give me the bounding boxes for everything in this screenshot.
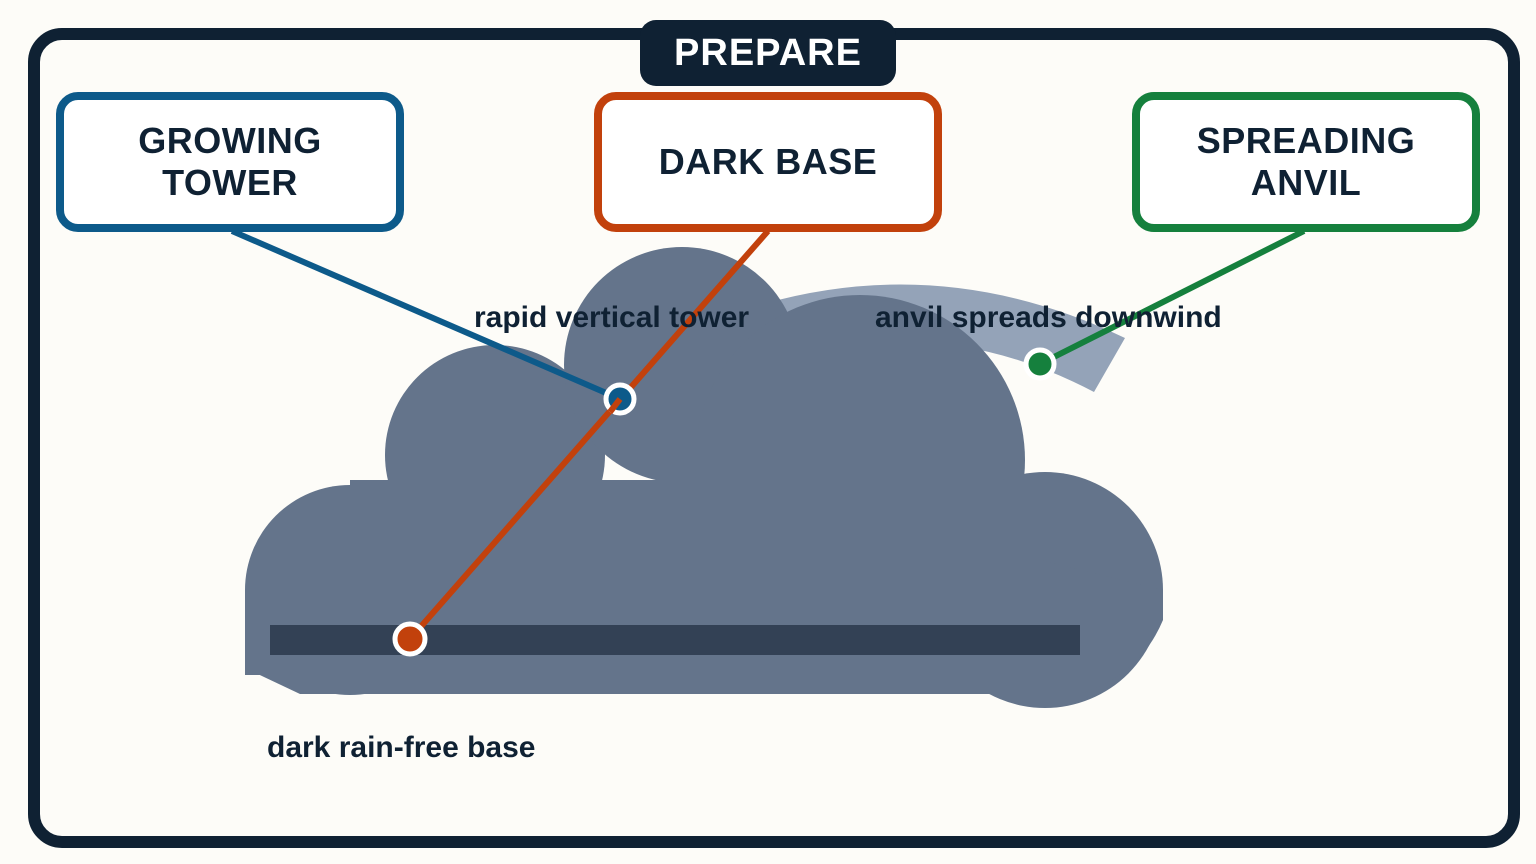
marker-anvil: [1023, 347, 1057, 381]
page-title: PREPARE: [640, 20, 896, 86]
marker-base: [392, 621, 428, 657]
callout-dark-base: DARK BASE: [594, 92, 942, 232]
leader-growing: [230, 228, 622, 402]
callout-growing-tower: GROWING TOWER: [56, 92, 404, 232]
base-bar: [270, 625, 1080, 655]
leader-dark: [407, 229, 771, 641]
label-dark-base: dark rain-free base: [267, 731, 536, 764]
callout-spreading-anvil: SPREADING ANVIL: [1132, 92, 1480, 232]
label-rapid-vertical-tower: rapid vertical tower: [474, 301, 750, 334]
cloud-body: [245, 247, 1163, 708]
leader-anvil: [1038, 228, 1306, 367]
label-anvil-spreads: anvil spreads downwind: [875, 301, 1222, 334]
